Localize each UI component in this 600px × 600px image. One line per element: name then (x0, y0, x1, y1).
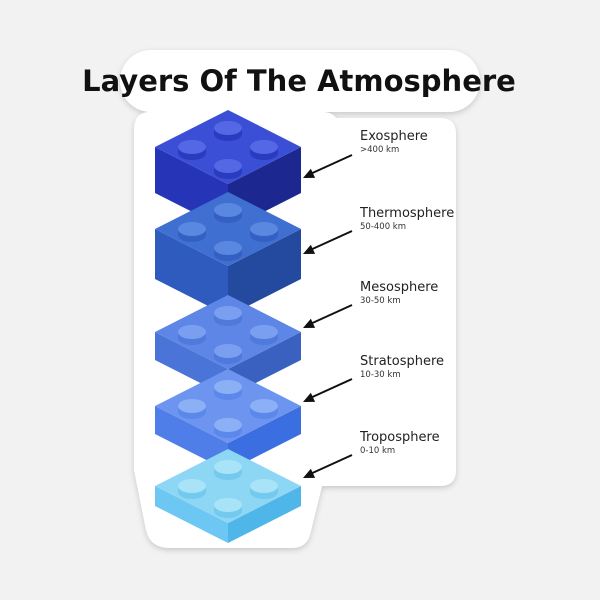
layer-name: Exosphere (360, 129, 428, 144)
brick-left-face (155, 406, 228, 471)
layer-altitude-range: 50-400 km (360, 222, 406, 232)
brick-left-face (155, 486, 228, 543)
brick-stratosphere (155, 369, 301, 471)
layer-name: Thermosphere (359, 206, 454, 221)
brick-stud (214, 203, 242, 223)
brick-top-face (155, 449, 301, 523)
brick-stud (214, 344, 242, 364)
layer-altitude-range: 0-10 km (360, 446, 395, 456)
diagram-title: Layers Of The Atmosphere (82, 64, 516, 98)
brick-right-face (228, 486, 301, 543)
sticker-title-backing (120, 50, 480, 112)
brick-stud (214, 380, 242, 400)
layer-altitude-range: >400 km (360, 145, 399, 155)
brick-top-face (155, 110, 301, 184)
brick-stud (250, 399, 278, 419)
brick-stud (250, 479, 278, 499)
brick-right-face (228, 406, 301, 471)
layer-altitude-range: 30-50 km (360, 296, 401, 306)
brick-stud (214, 498, 242, 518)
brick-thermosphere (155, 192, 301, 316)
layer-name: Mesosphere (360, 280, 438, 295)
brick-stud (178, 222, 206, 242)
brick-troposphere (155, 449, 301, 543)
layer-label-exosphere: Exosphere>400 km (303, 129, 428, 178)
brick-top-face (155, 192, 301, 266)
brick-stack (155, 110, 301, 543)
brick-stud (214, 418, 242, 438)
brick-stud (250, 325, 278, 345)
brick-right-face (228, 229, 301, 316)
brick-stud (178, 479, 206, 499)
brick-stud (214, 460, 242, 480)
sticker-backing (120, 50, 480, 548)
layer-name: Troposphere (359, 430, 440, 445)
brick-top-face (155, 295, 301, 369)
brick-stud (250, 140, 278, 160)
pointer-arrow (303, 154, 353, 178)
layer-name: Stratosphere (360, 354, 444, 369)
pointer-arrow (303, 304, 353, 328)
brick-stud (178, 325, 206, 345)
brick-stud (214, 159, 242, 179)
layer-altitude-range: 10-30 km (360, 370, 401, 380)
brick-stud (214, 241, 242, 261)
brick-stud (178, 140, 206, 160)
brick-left-face (155, 229, 228, 316)
pointer-arrow (303, 378, 353, 402)
brick-stud (250, 222, 278, 242)
brick-top-face (155, 369, 301, 443)
brick-stud (214, 306, 242, 326)
brick-stud (178, 399, 206, 419)
pointer-arrow (303, 454, 353, 478)
brick-stud (214, 121, 242, 141)
pointer-arrow (303, 230, 353, 254)
